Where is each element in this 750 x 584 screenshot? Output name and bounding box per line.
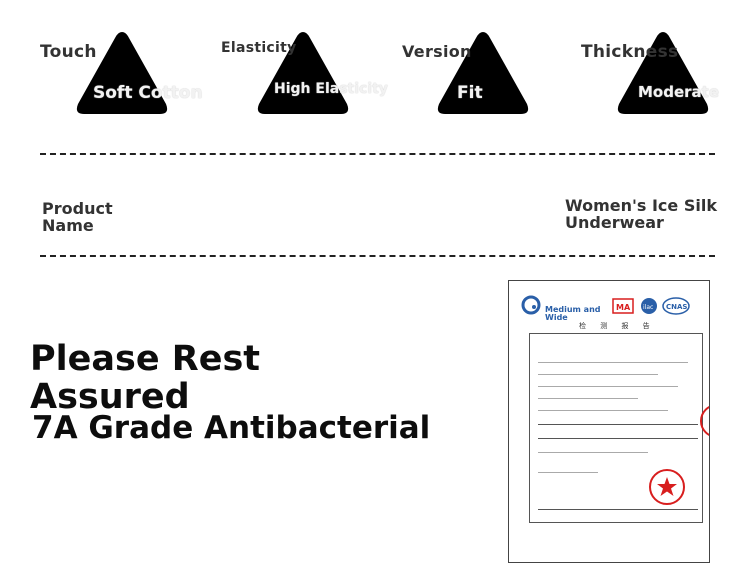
report-title: 检 测 报 告 [579,322,656,330]
product-name-value: Women's Ice Silk Underwear [565,196,717,232]
attribute-label: Touch [40,42,97,62]
mark-ilac: ilac [643,304,653,311]
attribute-version: Version Fit [402,28,572,118]
attribute-elasticity: Elasticity High Elasticity [220,28,390,118]
attribute-label: Thickness [581,42,679,62]
official-seal-icon [649,469,685,505]
triangle-icon [257,32,349,114]
attribute-value: High Elasticity [274,81,388,97]
attribute-touch: Touch Soft Cotton [40,28,210,118]
attribute-label: Elasticity [221,40,297,56]
mark-cnas: CNAS [666,303,687,311]
divider-bottom [40,255,715,257]
promo-headline: Please Rest Assured [30,339,261,417]
attribute-thickness: Thickness Moderate [580,28,750,118]
report-brand: Medium and Wide [545,305,601,322]
certification-marks-icon: MA ilac CNAS [612,297,690,315]
test-report-image: Medium and Wide MA ilac CNAS 检 测 报 告 [508,280,710,563]
promo-subheadline: 7A Grade Antibacterial [32,410,431,446]
triangle-icon [437,32,529,114]
partial-seal-icon [700,406,709,436]
attribute-value: Soft Cotton [93,83,203,103]
product-name-label: Product Name [42,199,113,235]
triangle-icon [617,32,709,114]
attribute-value: Fit [457,83,483,103]
attribute-label: Version [402,42,472,61]
triangle-icon [76,32,168,114]
divider-top [40,153,715,155]
attribute-value: Moderate [638,83,720,101]
brand-logo-icon [521,295,541,315]
mark-ma: MA [616,303,631,312]
